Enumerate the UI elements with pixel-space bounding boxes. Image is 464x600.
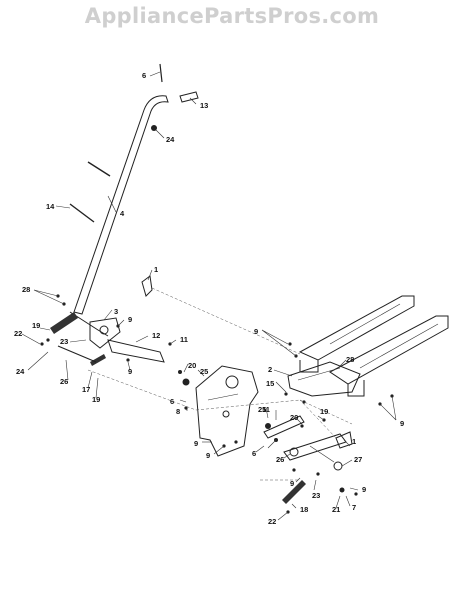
- callout-28-b: 28: [346, 355, 354, 364]
- callout-16: 17: [82, 385, 90, 394]
- hardware-bits: [40, 125, 394, 514]
- callout-19-b: 20: [290, 413, 298, 422]
- callout-19: 20: [188, 361, 196, 370]
- leader-lines: [21, 71, 397, 521]
- callout-28: 28: [22, 285, 30, 294]
- callout-10-f: 9: [206, 451, 210, 460]
- callout-23-b: 25: [258, 405, 266, 414]
- callout-21-b: 22: [268, 517, 276, 526]
- frame-rail-upper: [298, 295, 415, 373]
- callout-13: 12: [152, 331, 160, 340]
- callout-4: 4: [120, 209, 125, 218]
- watermark-text: AppliancePartsPros.com: [84, 4, 380, 28]
- rod-upper: [87, 161, 111, 177]
- callout-15: 14: [46, 202, 55, 211]
- spring-part-17: [50, 312, 78, 334]
- callout-14: 13: [200, 101, 208, 110]
- spring-part-16: [90, 354, 106, 366]
- callout-12: 11: [180, 335, 188, 344]
- callout-22-b: 23: [312, 491, 320, 500]
- mounting-plate: [195, 365, 259, 457]
- rod-part-15: [69, 203, 95, 223]
- callout-18: 19: [92, 395, 100, 404]
- handle-grip: [179, 91, 199, 103]
- callout-27: 27: [354, 455, 362, 464]
- bracket-part-1-lower: [335, 431, 353, 449]
- callout-12-b: 11: [262, 405, 270, 414]
- shaft-part-25: [57, 345, 97, 363]
- callout-10-b: 9: [128, 367, 132, 376]
- callout-7: 6: [142, 71, 146, 80]
- callout-3: 3: [114, 307, 118, 316]
- callout-26: 26: [276, 455, 284, 464]
- callout-10: 9: [128, 315, 132, 324]
- callout-labels: 6 13 24 14 4 1 28 3 9 19 22 23 12 11 24 …: [14, 71, 404, 526]
- callout-1-b: 1: [352, 437, 356, 446]
- assembly-lines: [87, 287, 353, 481]
- callout-8: 7: [352, 503, 356, 512]
- callout-1: 1: [154, 265, 158, 274]
- bracket-part-1-upper: [141, 275, 153, 297]
- callout-9: 8: [176, 407, 180, 416]
- callout-6: 6: [170, 397, 174, 406]
- callout-10-d: 9: [400, 419, 404, 428]
- callout-24: 24: [166, 135, 175, 144]
- callout-25: 26: [60, 377, 68, 386]
- callout-10-h: 9: [290, 479, 294, 488]
- callout-10-c: 9: [254, 327, 258, 336]
- callout-24-b: 24: [16, 367, 25, 376]
- spring-part-17-lower: [282, 480, 306, 504]
- callout-2: 2: [268, 365, 272, 374]
- callout-17: 19: [32, 321, 40, 330]
- callout-21: 22: [14, 329, 22, 338]
- callout-20: 21: [332, 505, 340, 514]
- callout-18-b: 19: [320, 407, 328, 416]
- callout-17-b: 18: [300, 505, 308, 514]
- callout-23: 25: [200, 367, 208, 376]
- deck-bracket: [287, 361, 361, 397]
- pin-part-7: [159, 63, 163, 83]
- callout-6-b: 6: [252, 449, 256, 458]
- callout-22: 23: [60, 337, 68, 346]
- frame-rail-lower: [329, 315, 449, 397]
- callout-10-g: 9: [362, 485, 366, 494]
- callout-11: 15: [266, 379, 274, 388]
- callout-10-e: 9: [194, 439, 198, 448]
- lever-pivot-assembly: [89, 317, 165, 363]
